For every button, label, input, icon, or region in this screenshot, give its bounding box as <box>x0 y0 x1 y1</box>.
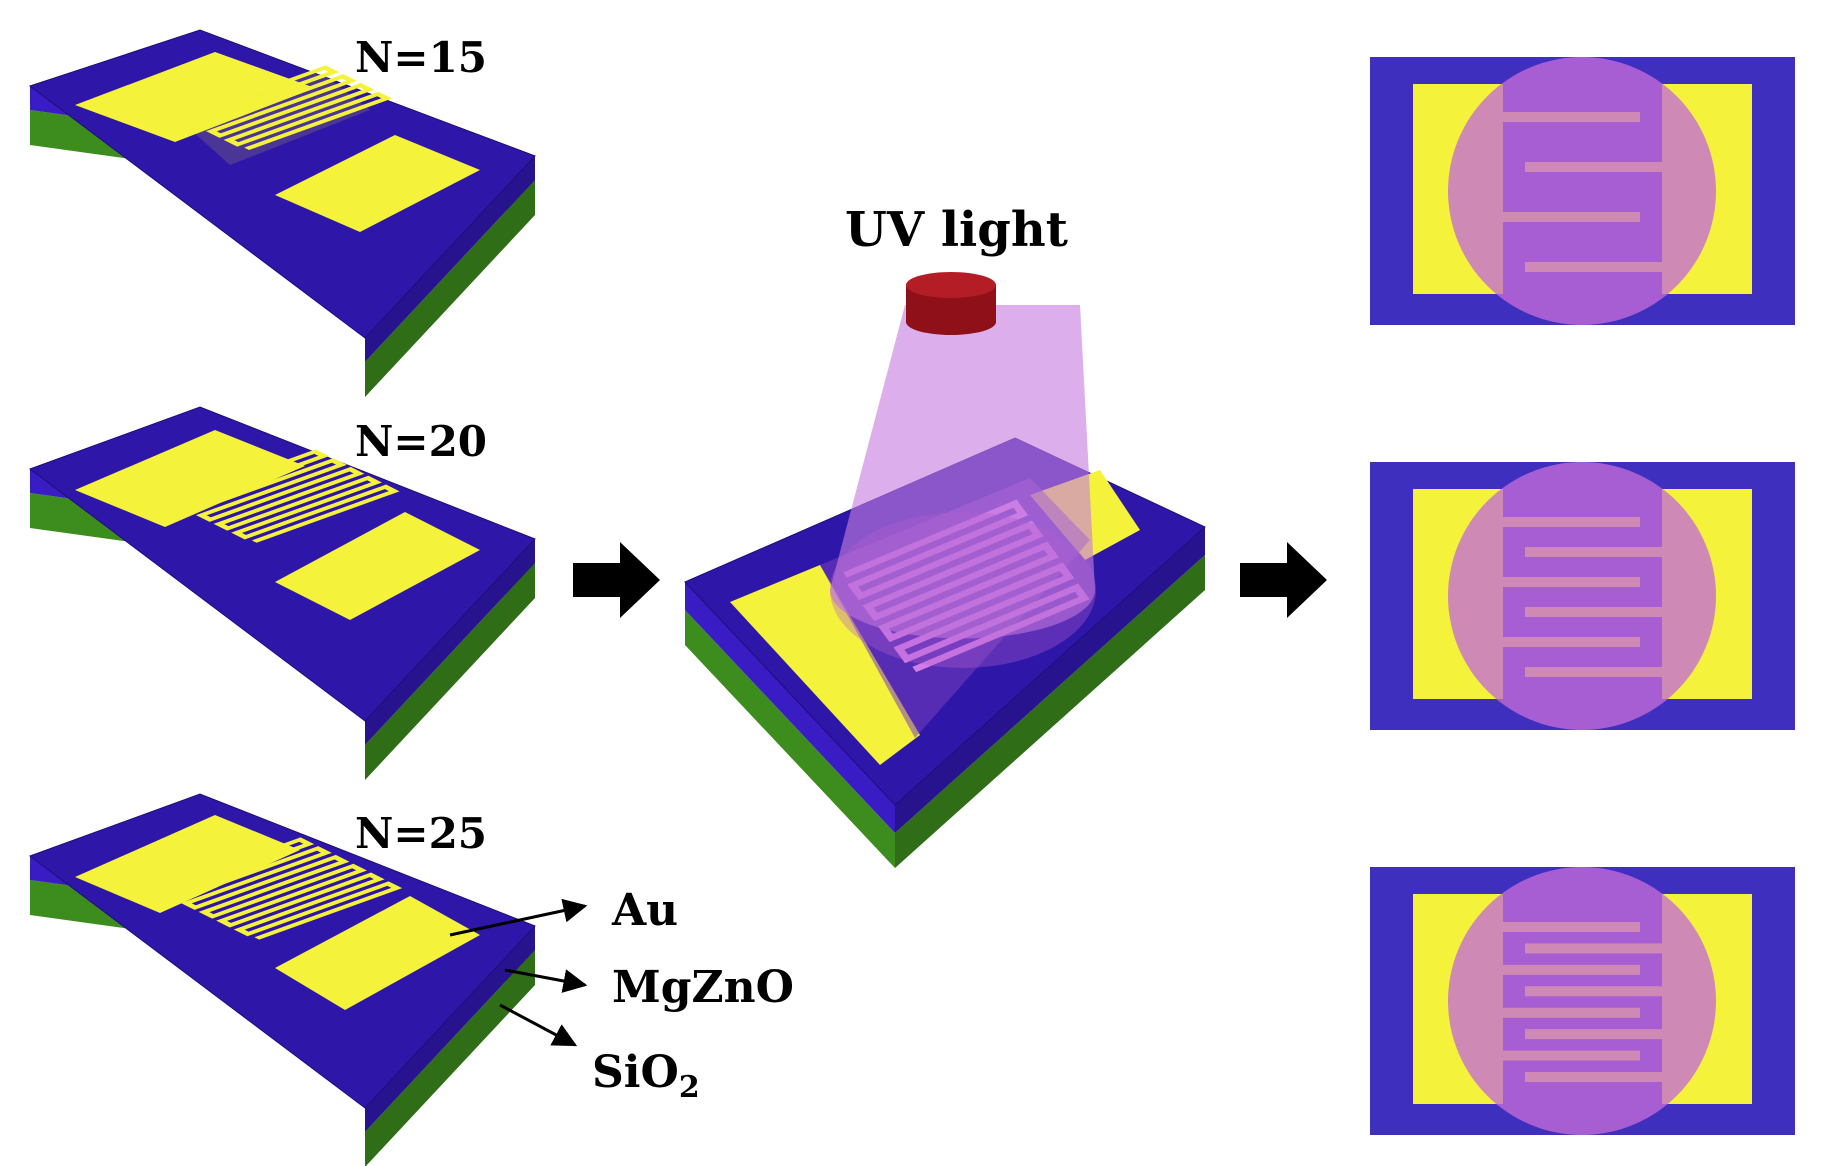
label-sio2-sub: 2 <box>679 1070 700 1105</box>
uv-exposure-spot <box>1448 57 1716 325</box>
topview-n25 <box>1370 867 1795 1135</box>
au-electrode-left <box>730 565 920 765</box>
device-label: N=15 <box>355 33 487 82</box>
interdigitated-fingers <box>182 65 393 151</box>
arrow-to-topview <box>1240 542 1327 618</box>
label-sio2-main: SiO <box>592 1047 679 1098</box>
interdigitated-fingers <box>172 449 400 543</box>
uv-light-label: UV light <box>845 202 1068 258</box>
uv-source-icon <box>906 272 996 298</box>
uv-exposure-spot <box>1448 462 1716 730</box>
layer-callouts: Au MgZnO SiO2 <box>449 885 794 1105</box>
sio2-pointer <box>499 1003 578 1047</box>
label-sio2: SiO2 <box>592 1047 700 1105</box>
au-pointer <box>449 898 588 937</box>
device-label: N=25 <box>355 809 487 858</box>
interdigitated-fingers <box>157 837 403 940</box>
device-label: N=20 <box>355 417 487 466</box>
label-mgzno: MgZnO <box>612 962 794 1013</box>
mgzno-pointer <box>504 968 588 993</box>
uv-spot <box>830 512 1096 668</box>
uv-light-cone <box>830 305 1095 639</box>
label-au: Au <box>611 885 678 936</box>
uv-source-bottom <box>906 309 996 335</box>
device-n15: N=15 <box>28 29 536 397</box>
device-n20: N=20 <box>28 406 536 780</box>
au-electrode <box>75 815 480 1010</box>
arrow-to-exposure <box>573 542 660 618</box>
device-n25: N=25 <box>28 793 536 1166</box>
au-electrode <box>75 430 480 620</box>
uv-lamp <box>830 272 1096 668</box>
topview-n20 <box>1370 462 1795 730</box>
topview-n15 <box>1370 57 1795 325</box>
uv-exposure-spot <box>1448 867 1716 1135</box>
